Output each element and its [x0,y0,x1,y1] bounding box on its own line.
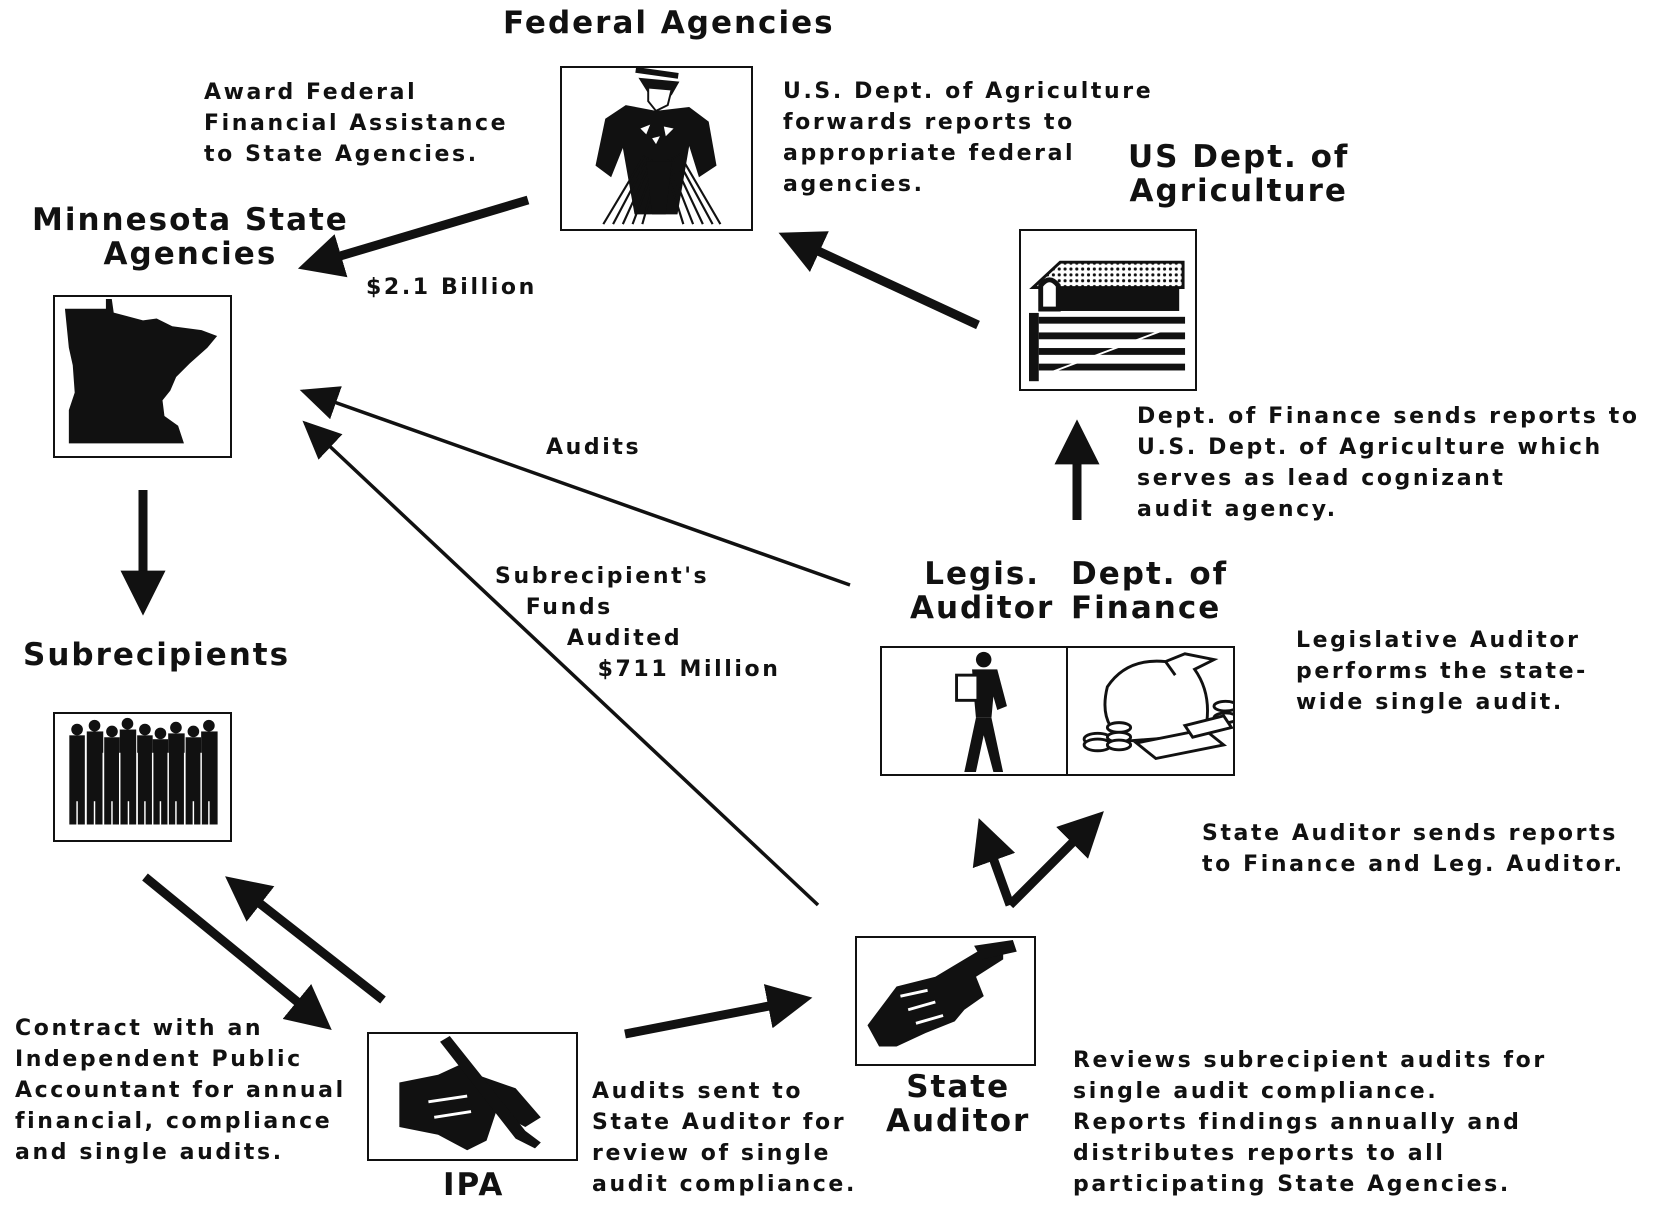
usda-forwards-note: U.S. Dept. of Agriculture forwards repor… [783,79,1154,197]
audits-label: Audits [546,435,642,460]
funding-amount-label: $2.1 Billion [366,275,537,300]
ipa-title: IPA [443,1167,505,1203]
subrecipients-title: Subrecipients [23,637,291,673]
dept-finance-box [1066,646,1235,776]
dept-finance-title: Dept. of Finance [1071,556,1229,626]
mn-agencies-box [53,295,232,458]
finance-sends-note: Dept. of Finance sends reports to U.S. D… [1137,404,1640,522]
legis-auditor-title: Legis. Auditor [910,556,1055,626]
federal-agencies-title: Federal Agencies [503,5,835,41]
writing-hand-icon [399,1035,541,1151]
arrow-subrecipients-to-ipa [142,873,332,1030]
mn-agencies-title: Minnesota State Agencies [32,202,349,272]
auditor-figure-icon [955,651,1007,773]
money-bag-coins-icon [1082,652,1233,761]
arrow-ipa-to-state-auditor [624,984,813,1039]
arrow-legis-audits-to-mn [299,386,851,587]
state-auditor-title: State Auditor [886,1069,1031,1139]
contract-note: Contract with an Independent Public Acco… [15,1016,346,1165]
arrow-state-auditor-to-mn [302,420,820,907]
subrecipient-funds-label: Subrecipient's Funds Audited $711 Millio… [495,564,781,682]
arrow-state-auditor-to-finance [1006,811,1104,909]
arrow-federal-to-mn [297,195,530,278]
usda-title: US Dept. of Agriculture [1128,139,1350,209]
award-assistance-note: Award Federal Financial Assistance to St… [204,80,509,167]
barn-fence-icon [1029,260,1186,382]
federal-agencies-box [560,66,753,231]
state-auditor-box [855,936,1036,1066]
writing-hand-icon [867,939,1017,1047]
reviews-note: Reviews subrecipient audits for single a… [1073,1048,1547,1197]
arrow-usda-to-federal [778,231,980,330]
audits-sent-note: Audits sent to State Auditor for review … [592,1079,857,1197]
usda-box [1019,229,1197,391]
people-silhouettes-icon [69,717,218,825]
minnesota-map-icon [64,298,218,444]
legis-performs-note: Legislative Auditor performs the state- … [1296,628,1588,715]
ipa-box [367,1032,578,1161]
legis-auditor-box [880,646,1068,776]
state-auditor-sends-note: State Auditor sends reports to Finance a… [1202,821,1625,877]
arrow-state-auditor-to-legis [972,818,1016,907]
subrecipients-box [53,712,232,842]
arrow-ipa-to-subrecipients [225,876,386,1004]
uncle-sam-icon [595,68,722,225]
